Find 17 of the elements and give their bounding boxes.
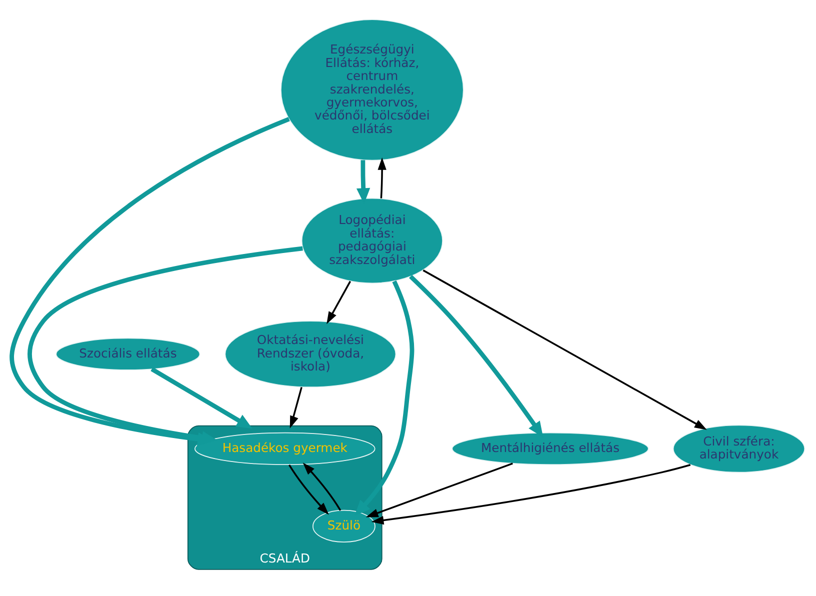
arrow [290,386,302,428]
node-ellipse: Civil szféra: alapitványok [672,424,806,473]
arrow [354,280,414,516]
arrow [366,462,513,518]
arrow [378,157,386,198]
node-ellipse: Mentálhigiénés ellátás [452,432,649,466]
node-ellipse: Szülö [312,510,376,543]
node-ellipse: Oktatási-nevelési Rendszer (óvoda, iskola) [224,320,396,388]
arrow [288,464,329,515]
arrow [302,462,342,511]
node-ellipse: Szociális ellátás [56,338,200,370]
arrow [150,367,252,429]
arrow [326,280,352,324]
node-ellipse: Logopédiai ellátás: pedagógiai szakszolgálati [301,198,443,284]
arrow [422,270,707,430]
node-ellipse: Egészségügyi Ellátás: kórház, centrum szakrendelés, gyermekorvos, védőnői, bölcsődei ellátás [280,19,464,161]
arrow [371,464,691,525]
